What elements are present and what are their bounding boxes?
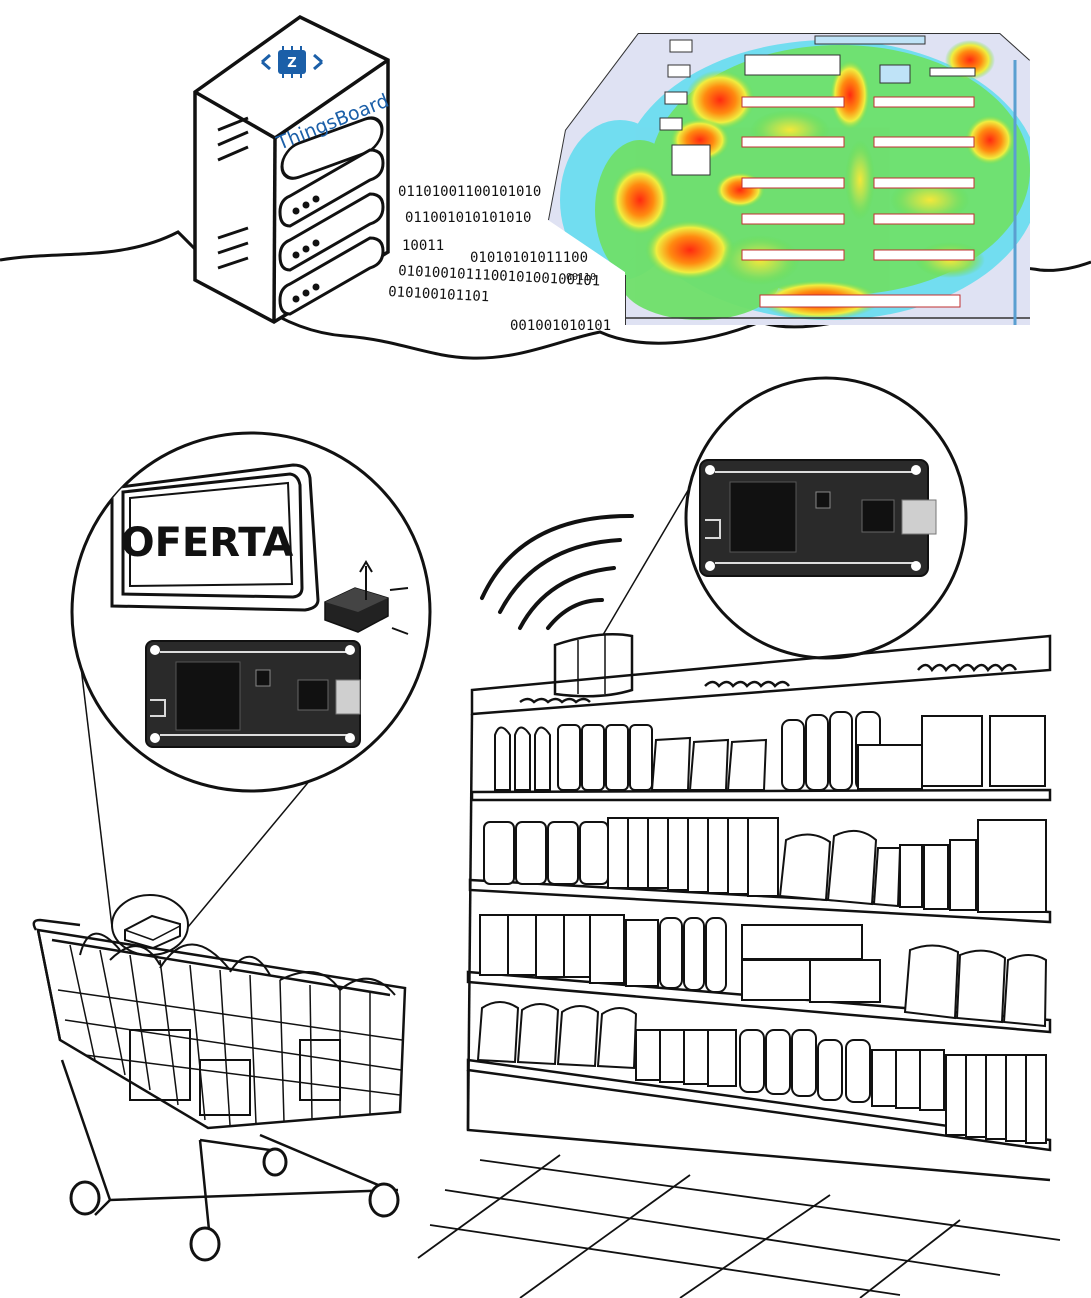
svg-text:Z: Z bbox=[287, 56, 296, 71]
shelf-products bbox=[476, 711, 1048, 1144]
binary-line: 001001010101 bbox=[510, 318, 611, 334]
cart-device-box bbox=[111, 894, 189, 956]
shelf-beacon-zoom bbox=[599, 376, 968, 660]
binary-line: 010100101101 bbox=[388, 284, 490, 305]
shopping-cart bbox=[32, 918, 407, 1241]
binary-line: 011001010101010 bbox=[405, 210, 531, 226]
floor-tiles bbox=[417, 1154, 1061, 1298]
binary-line: 01101001100101010 bbox=[398, 184, 541, 200]
binary-line: 10011 bbox=[402, 238, 444, 254]
binary-line: 01010101011100 bbox=[470, 250, 588, 266]
oferta-sign-text: OFERTA bbox=[121, 520, 294, 566]
wifi-signal-icon bbox=[480, 513, 634, 630]
thingsboard-server bbox=[193, 14, 390, 325]
binary-line: 00110 bbox=[566, 272, 596, 283]
esp-board bbox=[699, 459, 937, 577]
thingsboard-logo-icon: Z bbox=[261, 46, 323, 78]
shelf-beacon-box bbox=[553, 633, 634, 698]
supermarket-shelves bbox=[466, 634, 1052, 1182]
display-screen: OFERTA bbox=[110, 463, 320, 612]
imu-sensor-icon bbox=[324, 560, 409, 635]
store-heatmap bbox=[548, 33, 1030, 325]
cart-wheels bbox=[69, 1147, 400, 1262]
cart-device-zoom: OFERTA bbox=[70, 431, 432, 928]
esp-board bbox=[145, 640, 361, 748]
